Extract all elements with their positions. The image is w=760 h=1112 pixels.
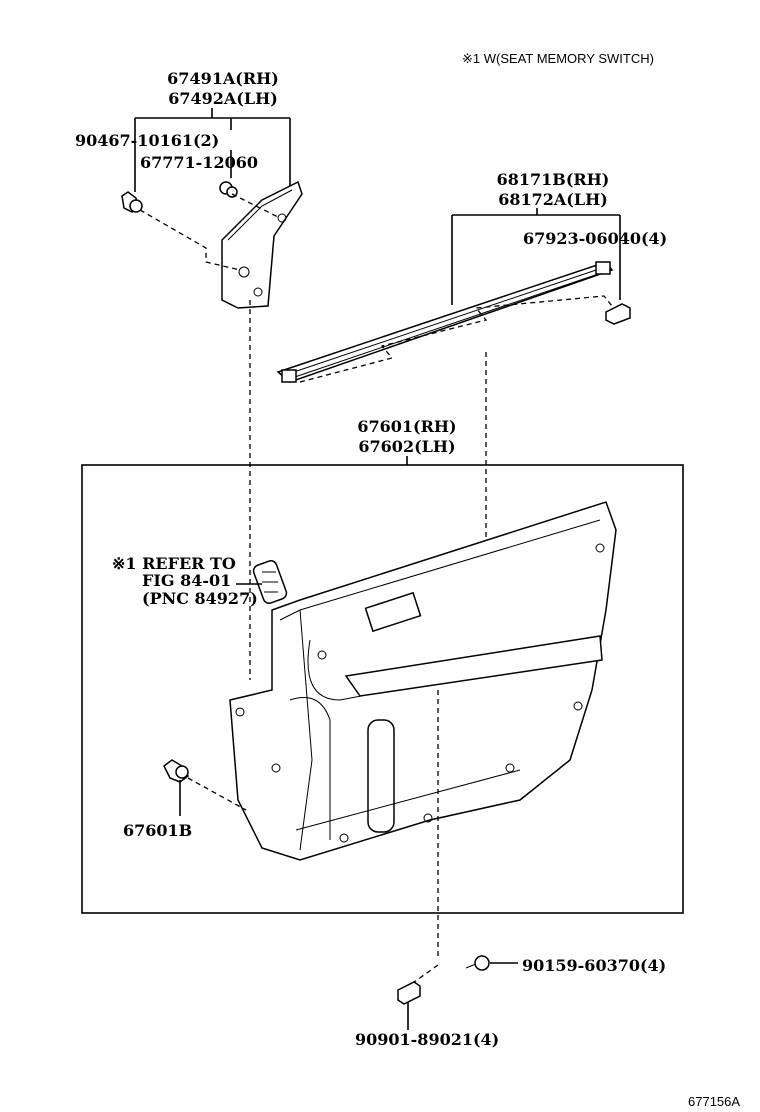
door-frame-garnish-icon [221, 180, 303, 309]
figure-id: 677156A [688, 1094, 740, 1109]
label-67602[interactable]: 67602(LH) [358, 437, 455, 456]
label-67492A[interactable]: 67492A(LH) [168, 89, 278, 108]
door-panel-box [81, 464, 684, 914]
label-67601[interactable]: 67601(RH) [357, 417, 456, 436]
screw-90159-icon [465, 955, 490, 971]
weatherstrip-clip-icon [605, 303, 631, 325]
refer-note-line2[interactable]: FIG 84-01 [142, 571, 231, 590]
label-68171B[interactable]: 68171B(RH) [497, 170, 610, 189]
nut-90901-icon [397, 981, 421, 1005]
clip-67601B-icon [163, 759, 189, 783]
label-90467-10161[interactable]: 90467-10161(2) [75, 131, 219, 150]
label-68172A[interactable]: 68172A(LH) [498, 190, 608, 209]
label-67771-12060[interactable]: 67771-12060 [140, 153, 258, 172]
label-90901-89021[interactable]: 90901-89021(4) [355, 1030, 499, 1049]
seat-memory-switch-icon[interactable] [252, 559, 288, 605]
label-67601B[interactable]: 67601B [123, 821, 192, 840]
label-67923-06040[interactable]: 67923-06040(4) [523, 229, 667, 248]
seat-memory-note: ※1 W(SEAT MEMORY SWITCH) [462, 51, 654, 66]
clip-90467-icon [121, 191, 143, 213]
label-67491A[interactable]: 67491A(RH) [167, 69, 279, 88]
garnish-leader-lines [134, 108, 291, 192]
weatherstrip-leader-lines [451, 208, 621, 305]
clip-67771-icon [219, 181, 238, 198]
door-belt-weatherstrip-icon [276, 261, 614, 383]
door-trim-panel-icon [229, 501, 617, 861]
label-90159-60370[interactable]: 90159-60370(4) [522, 956, 666, 975]
refer-note-line1: ※1 REFER TO [112, 554, 236, 573]
refer-note-line3: (PNC 84927) [142, 589, 258, 608]
